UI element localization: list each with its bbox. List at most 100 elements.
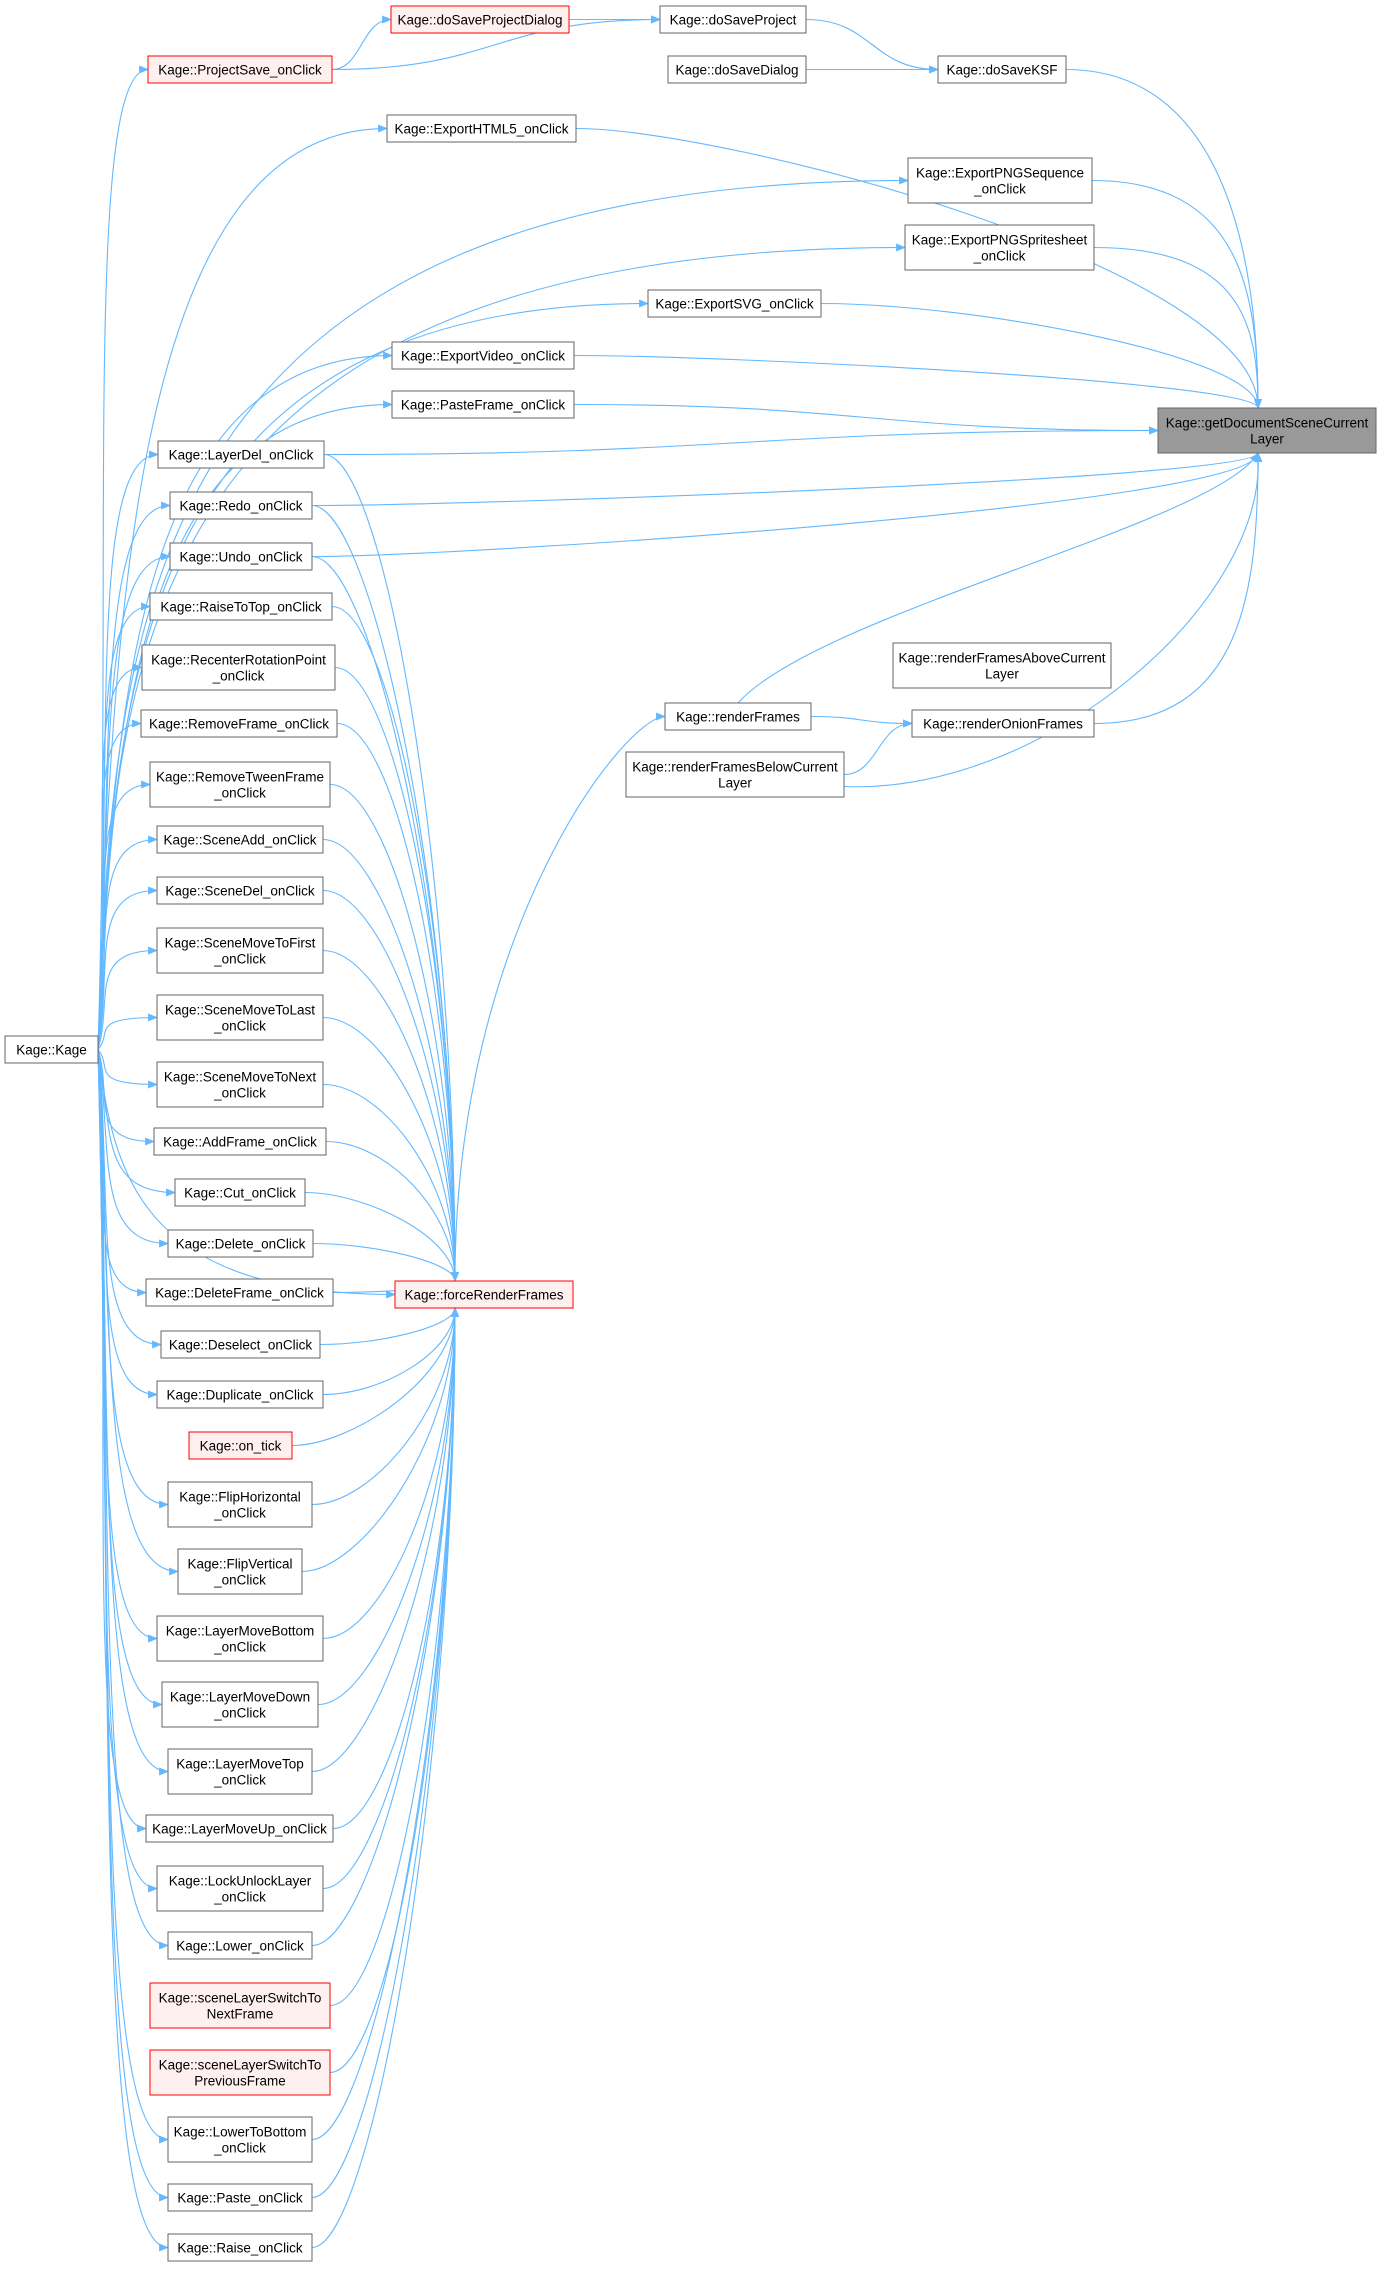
node-SceneMoveToLast[interactable]: Kage::SceneMoveToLast_onClick xyxy=(156,994,324,1041)
node-ProjectSave[interactable]: Kage::ProjectSave_onClick xyxy=(147,55,333,84)
node-renderFrames[interactable]: Kage::renderFrames xyxy=(664,702,812,731)
node-Undo[interactable]: Kage::Undo_onClick xyxy=(169,542,313,571)
node-doSaveProjectDialog[interactable]: Kage::doSaveProjectDialog xyxy=(390,5,570,34)
node-label: Kage::on_tick xyxy=(200,1439,282,1454)
node-Delete[interactable]: Kage::Delete_onClick xyxy=(167,1229,314,1258)
node-SceneMoveToNext[interactable]: Kage::SceneMoveToNext_onClick xyxy=(156,1061,324,1108)
edge-doSaveProject-to-doSaveKSF xyxy=(805,18,939,74)
node-renderOnionFrames[interactable]: Kage::renderOnionFrames xyxy=(911,709,1095,738)
node-FlipVertical[interactable]: Kage::FlipVertical_onClick xyxy=(177,1548,303,1595)
node-SceneDel[interactable]: Kage::SceneDel_onClick xyxy=(156,876,324,905)
node-Lower[interactable]: Kage::Lower_onClick xyxy=(167,1931,313,1960)
edge-LayerMoveTop-to-forceRenderFrames xyxy=(311,1307,459,1773)
node-box xyxy=(149,1982,331,2029)
edge-ExportHTML5-to-target xyxy=(575,127,1262,409)
node-ExportPNGSpritesheet[interactable]: Kage::ExportPNGSpritesheet_onClick xyxy=(904,224,1095,271)
node-label: Kage::sceneLayerSwitchTo xyxy=(159,1991,322,2006)
node-box xyxy=(659,5,807,34)
edge-Kage-to-ExportVideo xyxy=(97,351,393,1050)
node-on_tick[interactable]: Kage::on_tick xyxy=(188,1431,293,1460)
node-Paste[interactable]: Kage::Paste_onClick xyxy=(167,2183,313,2212)
node-SceneAdd[interactable]: Kage::SceneAdd_onClick xyxy=(156,825,324,854)
edge-renderFramesBelowCurrentLayer-to-target xyxy=(843,452,1263,788)
node-box xyxy=(156,1615,324,1662)
node-label: Kage::Kage xyxy=(16,1043,87,1058)
node-Redo[interactable]: Kage::Redo_onClick xyxy=(169,491,313,520)
node-FlipHorizontal[interactable]: Kage::FlipHorizontal_onClick xyxy=(167,1481,313,1528)
edge-renderOnionFrames-to-target xyxy=(1093,452,1262,725)
edge-Kage-to-SceneDel xyxy=(97,886,158,1050)
node-label: Kage::forceRenderFrames xyxy=(404,1288,563,1303)
node-Duplicate[interactable]: Kage::Duplicate_onClick xyxy=(156,1380,324,1409)
node-AddFrame[interactable]: Kage::AddFrame_onClick xyxy=(153,1127,327,1156)
node-ExportPNGSequence[interactable]: Kage::ExportPNGSequence_onClick xyxy=(907,157,1093,204)
edge-LayerMoveDown-to-forceRenderFrames xyxy=(317,1307,459,1706)
node-SceneMoveToFirst[interactable]: Kage::SceneMoveToFirst_onClick xyxy=(156,927,324,974)
node-RemoveTweenFrame[interactable]: Kage::RemoveTweenFrame_onClick xyxy=(149,761,331,808)
node-label: _onClick xyxy=(213,952,266,967)
node-ExportVideo[interactable]: Kage::ExportVideo_onClick xyxy=(391,341,575,370)
node-box xyxy=(157,440,325,469)
node-RecenterRotationPoint[interactable]: Kage::RecenterRotationPoint_onClick xyxy=(141,644,336,691)
edge-ExportVideo-to-target xyxy=(573,354,1262,409)
node-box xyxy=(156,994,324,1041)
node-PasteFrame[interactable]: Kage::PasteFrame_onClick xyxy=(391,390,575,419)
node-label: _onClick xyxy=(973,249,1026,264)
node-label: _onClick xyxy=(213,2141,266,2156)
node-LowerToBottom[interactable]: Kage::LowerToBottom_onClick xyxy=(167,2116,313,2163)
edge-Kage-to-Lower xyxy=(97,1049,169,1950)
node-LockUnlockLayer[interactable]: Kage::LockUnlockLayer_onClick xyxy=(156,1865,324,1912)
edge-doSaveKSF-to-target xyxy=(1065,68,1262,409)
edge-Kage-to-RemoveFrame xyxy=(97,719,142,1050)
node-forceRenderFrames[interactable]: Kage::forceRenderFrames xyxy=(394,1280,574,1309)
node-label: Kage::Lower_onClick xyxy=(176,1939,304,1954)
node-label: _onClick xyxy=(213,786,266,801)
node-label: _onClick xyxy=(213,1506,266,1521)
node-label: Kage::FlipVertical xyxy=(187,1557,292,1572)
node-box xyxy=(177,1548,303,1595)
node-doSaveKSF[interactable]: Kage::doSaveKSF xyxy=(937,55,1067,84)
node-DeleteFrame[interactable]: Kage::DeleteFrame_onClick xyxy=(145,1278,334,1307)
edge-on_tick-to-forceRenderFrames xyxy=(291,1307,459,1447)
edge-Kage-to-LayerMoveTop xyxy=(97,1049,169,1776)
node-LayerMoveTop[interactable]: Kage::LayerMoveTop_onClick xyxy=(167,1748,313,1795)
node-Kage[interactable]: Kage::Kage xyxy=(4,1035,99,1064)
edge-SceneMoveToLast-to-forceRenderFrames xyxy=(322,1016,459,1282)
edge-RaiseToTop-to-forceRenderFrames xyxy=(331,605,459,1282)
node-ExportSVG[interactable]: Kage::ExportSVG_onClick xyxy=(647,289,822,318)
edge-Redo-to-forceRenderFrames xyxy=(311,504,459,1282)
node-label: Kage::ProjectSave_onClick xyxy=(158,63,322,78)
node-RemoveFrame[interactable]: Kage::RemoveFrame_onClick xyxy=(140,709,338,738)
node-box xyxy=(391,341,575,370)
node-ExportHTML5[interactable]: Kage::ExportHTML5_onClick xyxy=(386,114,577,143)
node-LayerDel[interactable]: Kage::LayerDel_onClick xyxy=(157,440,325,469)
node-LayerMoveUp[interactable]: Kage::LayerMoveUp_onClick xyxy=(145,1814,334,1843)
node-doSaveProject[interactable]: Kage::doSaveProject xyxy=(659,5,807,34)
node-Cut[interactable]: Kage::Cut_onClick xyxy=(174,1178,306,1207)
node-Deselect[interactable]: Kage::Deselect_onClick xyxy=(160,1330,321,1359)
node-box xyxy=(156,876,324,905)
node-LayerMoveDown[interactable]: Kage::LayerMoveDown_onClick xyxy=(161,1681,319,1728)
node-Raise[interactable]: Kage::Raise_onClick xyxy=(167,2233,313,2262)
node-RaiseToTop[interactable]: Kage::RaiseToTop_onClick xyxy=(149,592,333,621)
edge-ProjectSave-to-doSaveProject xyxy=(331,15,661,71)
node-doSaveDialog[interactable]: Kage::doSaveDialog xyxy=(667,55,807,84)
node-box xyxy=(156,1061,324,1108)
edge-ExportPNGSpritesheet-to-target xyxy=(1093,246,1262,409)
edge-SceneDel-to-forceRenderFrames xyxy=(322,889,459,1282)
edge-Deselect-to-forceRenderFrames xyxy=(319,1307,459,1346)
node-label: Kage::LayerMoveDown xyxy=(170,1690,310,1705)
node-LayerMoveBottom[interactable]: Kage::LayerMoveBottom_onClick xyxy=(156,1615,324,1662)
node-box xyxy=(167,2233,313,2262)
edge-Kage-to-SceneMoveToFirst xyxy=(97,946,158,1050)
edge-ExportPNGSequence-to-target xyxy=(1091,179,1262,409)
edge-Kage-to-LayerDel xyxy=(97,450,159,1050)
node-box xyxy=(169,491,313,520)
edge-Kage-to-Raise xyxy=(97,1049,169,2252)
